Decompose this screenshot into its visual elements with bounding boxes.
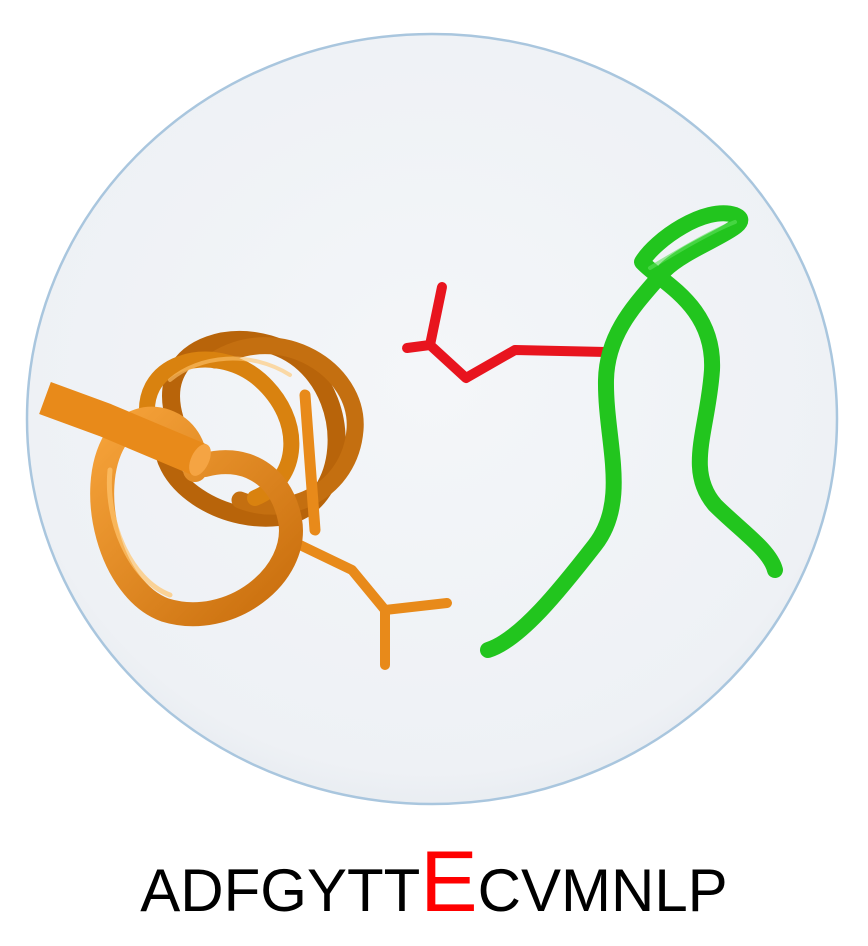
protein-sequence: ADFGYTTECVMNLP bbox=[0, 832, 868, 932]
green-coil-chain bbox=[480, 205, 783, 658]
sequence-prefix: ADFGYTT bbox=[140, 857, 421, 924]
mutated-residue-sidechain bbox=[402, 282, 611, 383]
orange-helix-chain bbox=[39, 331, 452, 670]
protein-structure-illustration bbox=[25, 32, 839, 806]
sequence-suffix: CVMNLP bbox=[477, 857, 728, 924]
sequence-mutated-residue: E bbox=[420, 834, 478, 930]
